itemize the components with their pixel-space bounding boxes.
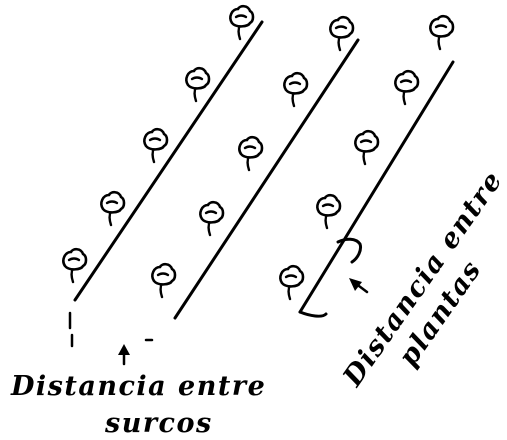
plant	[279, 264, 305, 301]
plant	[100, 190, 126, 227]
plant	[238, 135, 264, 172]
plant	[329, 15, 355, 52]
plant	[62, 247, 88, 284]
plant	[429, 14, 455, 51]
plant	[151, 262, 177, 299]
row-spacing-arrow	[118, 344, 130, 366]
plant	[229, 4, 255, 41]
furrow-line-1	[73, 20, 264, 302]
plant	[354, 129, 380, 166]
row-spacing-label-line2: surcos	[104, 408, 213, 439]
furrow-line-2	[173, 38, 360, 320]
furrow-line-3	[298, 60, 455, 314]
plant	[316, 193, 342, 230]
furrow-2-plants	[151, 15, 355, 299]
furrow-lines	[73, 20, 455, 320]
row-end-marks	[68, 311, 154, 348]
plant	[185, 66, 211, 103]
plant	[283, 71, 309, 108]
plant-spacing-bracket	[298, 310, 328, 318]
row-end-mark-1	[68, 311, 74, 348]
plant-spacing-arrow	[349, 278, 369, 294]
row-spacing-label-line1: Distancia entre	[10, 371, 266, 402]
plant	[143, 127, 169, 164]
plant	[394, 69, 420, 106]
plant-spacing-hook	[336, 237, 362, 264]
plant	[199, 200, 225, 237]
